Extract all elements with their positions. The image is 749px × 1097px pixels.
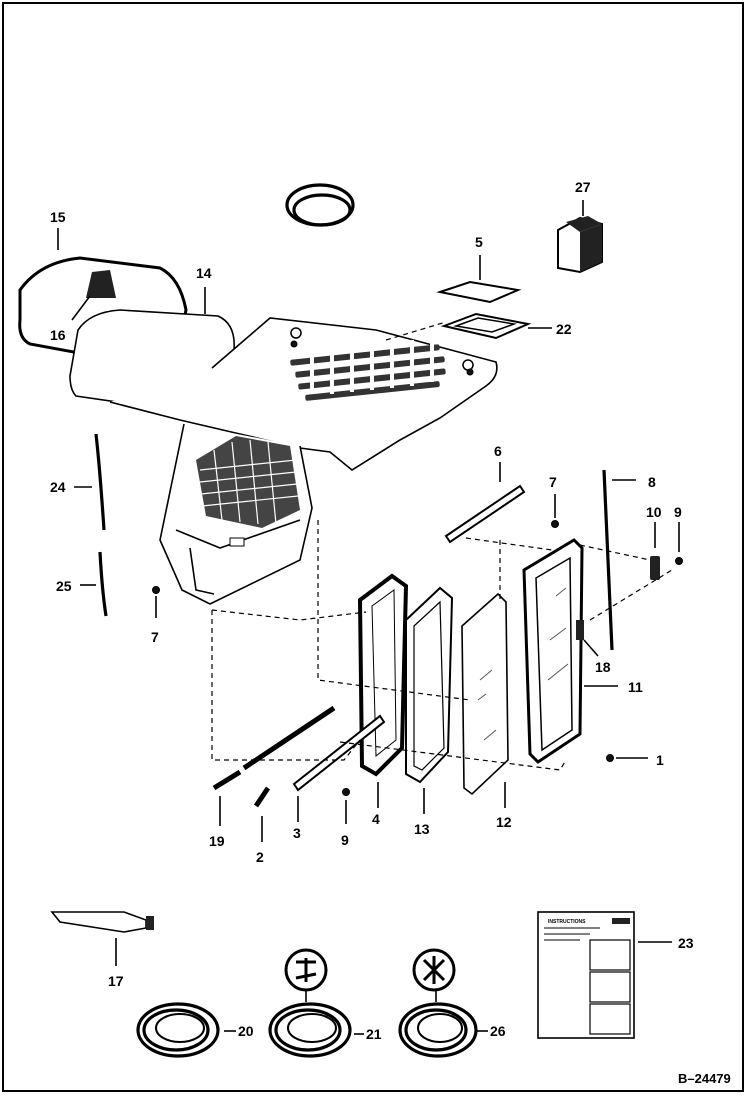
callout-18: 18 bbox=[595, 659, 611, 675]
part-13-gasket-frame bbox=[405, 586, 454, 814]
callout-8: 8 bbox=[648, 474, 656, 490]
callout-3: 3 bbox=[293, 825, 301, 841]
part-8-rod bbox=[602, 469, 636, 651]
part-12-glass-panel bbox=[461, 592, 509, 808]
part-19-strip bbox=[212, 705, 336, 826]
callout-14: 14 bbox=[196, 265, 212, 281]
part-25-strip bbox=[80, 551, 108, 617]
part-9-nut-bottom bbox=[342, 788, 350, 824]
callout-10: 10 bbox=[646, 504, 662, 520]
part-2-strip bbox=[253, 786, 271, 842]
callout-22: 22 bbox=[556, 321, 572, 337]
callout-26: 26 bbox=[490, 1023, 506, 1039]
part-4-seal-frame bbox=[357, 573, 409, 808]
callout-24: 24 bbox=[50, 479, 66, 495]
callout-5: 5 bbox=[475, 234, 483, 250]
part-23-decal-sheet: INSTRUCTIONS bbox=[537, 911, 672, 1039]
callout-21: 21 bbox=[366, 1026, 382, 1042]
callout-19: 19 bbox=[209, 833, 225, 849]
part-10-latch bbox=[650, 522, 660, 580]
callout-7-right: 7 bbox=[549, 474, 557, 490]
part-21-seal-coil bbox=[268, 948, 364, 1058]
part-26-seal-coil bbox=[398, 948, 488, 1058]
callout-labels: 27 5 22 15 14 16 6 7 8 10 9 24 25 7 18 1… bbox=[50, 179, 694, 1042]
callout-15: 15 bbox=[50, 209, 66, 225]
part-27-foam-block bbox=[557, 200, 603, 274]
part-9-nut-right bbox=[675, 522, 683, 565]
callout-17: 17 bbox=[108, 973, 124, 989]
seal-loop-top bbox=[285, 183, 355, 227]
part-3-rail bbox=[292, 714, 386, 822]
part-11-door-frame bbox=[522, 538, 618, 764]
callout-2: 2 bbox=[256, 849, 264, 865]
part-20-seal-coil bbox=[136, 1002, 236, 1058]
cab-roof bbox=[109, 317, 498, 471]
part-17-sealant-tube bbox=[50, 911, 154, 966]
callout-23: 23 bbox=[678, 935, 694, 951]
callout-6: 6 bbox=[494, 443, 502, 459]
assembly-lines bbox=[211, 321, 673, 771]
figure-id: B–24479 bbox=[678, 1071, 731, 1086]
callout-4: 4 bbox=[372, 811, 380, 827]
part-22-gasket bbox=[440, 312, 552, 340]
callout-1: 1 bbox=[656, 752, 664, 768]
part-7-bolt-left bbox=[152, 586, 160, 618]
part-1-clip bbox=[606, 754, 648, 762]
callout-9-bottom: 9 bbox=[341, 832, 349, 848]
part-6-bracket bbox=[444, 462, 526, 544]
callout-16: 16 bbox=[50, 327, 66, 343]
part-24-strip bbox=[74, 433, 106, 531]
decal-title: INSTRUCTIONS bbox=[548, 919, 586, 925]
callout-20: 20 bbox=[238, 1023, 254, 1039]
part-18-hinge bbox=[583, 639, 599, 657]
cab-rear-wall bbox=[159, 423, 313, 605]
callout-27: 27 bbox=[575, 179, 591, 195]
callout-11: 11 bbox=[628, 679, 643, 695]
callout-7-left: 7 bbox=[151, 629, 159, 645]
callout-13: 13 bbox=[414, 821, 430, 837]
part-7-bolt-right bbox=[551, 494, 559, 528]
part-5-plate bbox=[436, 255, 522, 304]
callout-25: 25 bbox=[56, 578, 72, 594]
callout-12: 12 bbox=[496, 814, 512, 830]
callout-9-right: 9 bbox=[674, 504, 682, 520]
